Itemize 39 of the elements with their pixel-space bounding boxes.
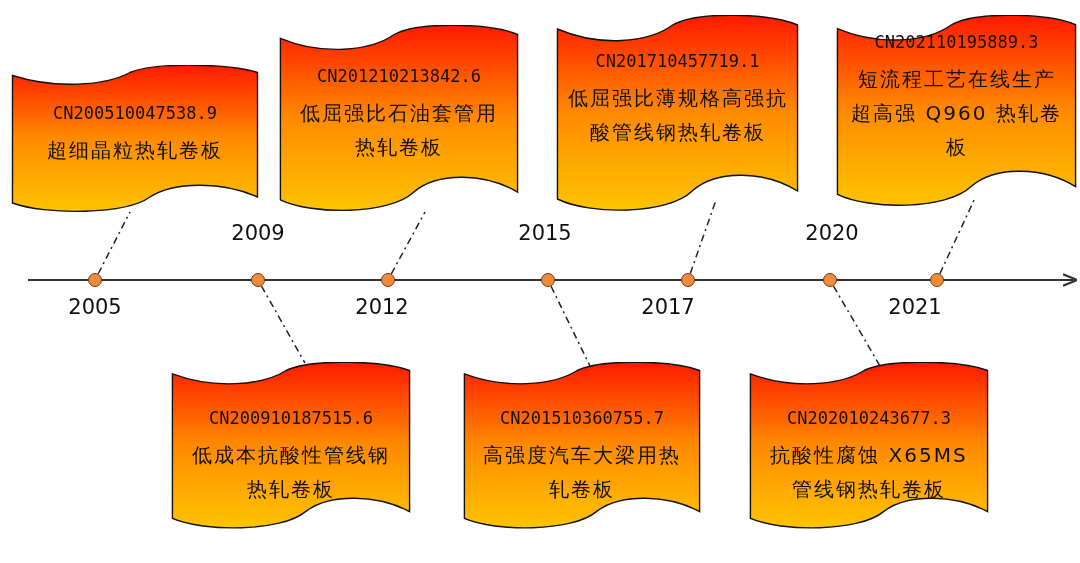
patent-title: 高强度汽车大梁用热轧卷板 bbox=[482, 442, 682, 503]
patent-title: 低成本抗酸性管线钢热轧卷板 bbox=[191, 442, 391, 503]
year-label: 2017 bbox=[641, 295, 695, 319]
year-label: 2015 bbox=[518, 221, 572, 245]
timeline-dot bbox=[251, 273, 265, 287]
leader-line bbox=[832, 285, 881, 367]
leader-line bbox=[550, 285, 591, 367]
leader-line bbox=[97, 211, 131, 275]
year-label: 2020 bbox=[805, 221, 859, 245]
patent-number: CN201210213842.6 bbox=[317, 66, 481, 86]
leader-line bbox=[390, 211, 426, 275]
year-label: 2012 bbox=[355, 295, 409, 319]
wavy-banner bbox=[170, 362, 412, 532]
leader-line bbox=[939, 197, 976, 275]
patent-number: CN200510047538.9 bbox=[53, 103, 217, 123]
patent-title: 抗酸性腐蚀 X65MS 管线钢热轧卷板 bbox=[769, 442, 969, 503]
timeline-dot bbox=[88, 273, 102, 287]
patent-title: 低屈强比石油套管用热轧卷板 bbox=[299, 100, 499, 161]
leader-line bbox=[260, 285, 306, 364]
patent-title: 超细晶粒热轧卷板 bbox=[47, 137, 223, 164]
timeline-dot bbox=[930, 273, 944, 287]
patent-number: CN200910187515.6 bbox=[209, 408, 373, 428]
patent-number: CN201510360755.7 bbox=[500, 408, 664, 428]
timeline-dot bbox=[823, 273, 837, 287]
patent-number: CN202010243677.3 bbox=[787, 408, 951, 428]
leader-line bbox=[689, 199, 717, 275]
timeline-dot bbox=[681, 273, 695, 287]
timeline-dot bbox=[541, 273, 555, 287]
wavy-banner bbox=[748, 362, 990, 532]
patent-number: CN201710457719.1 bbox=[595, 51, 760, 71]
year-label: 2021 bbox=[888, 295, 942, 319]
timeline-dot bbox=[381, 273, 395, 287]
year-label: 2009 bbox=[231, 221, 285, 245]
patent-title: 短流程工艺在线生产超高强 Q960 热轧卷板 bbox=[850, 65, 1063, 161]
patent-title: 低屈强比薄规格高强抗酸管线钢热轧卷板 bbox=[567, 85, 788, 146]
patent-number: CN202110195889.3 bbox=[874, 31, 1039, 52]
wavy-banner bbox=[10, 65, 260, 215]
wavy-banner bbox=[462, 362, 702, 532]
year-label: 2005 bbox=[68, 295, 122, 319]
